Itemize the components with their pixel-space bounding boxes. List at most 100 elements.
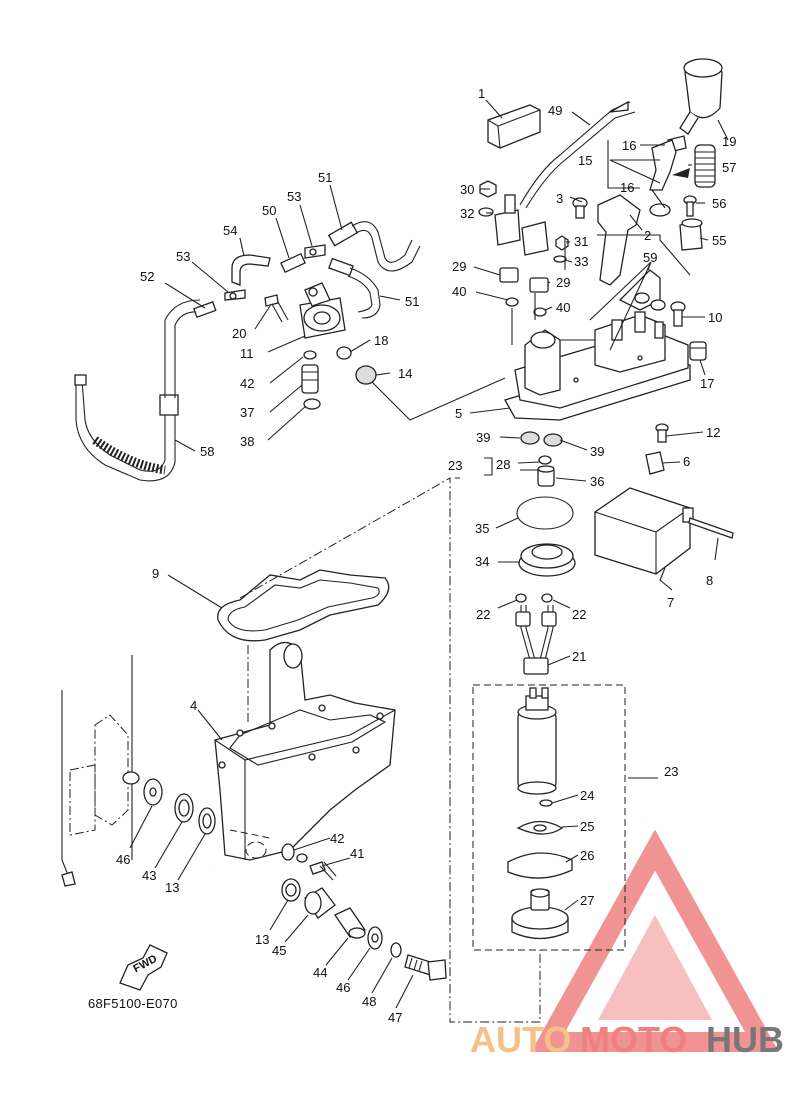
- bracket-59: [618, 269, 666, 311]
- fuel-pump-assembly-23: [472, 684, 626, 951]
- callout-47: 47: [388, 1010, 402, 1025]
- callout-51a: 51: [318, 170, 332, 185]
- callout-46b: 46: [336, 980, 350, 995]
- sleeve-36: [537, 465, 555, 487]
- washer-46a: [143, 778, 163, 806]
- callout-14: 14: [398, 366, 412, 381]
- callout-4: 4: [190, 698, 197, 713]
- callout-59: 59: [643, 250, 657, 265]
- callout-26: 26: [580, 848, 594, 863]
- callout-8: 8: [706, 573, 713, 588]
- callout-39a: 39: [476, 430, 490, 445]
- washer-33: [553, 255, 567, 263]
- callout-20: 20: [232, 326, 246, 341]
- unit-7: [594, 487, 694, 575]
- callout-18: 18: [374, 333, 388, 348]
- callout-32: 32: [460, 206, 474, 221]
- engine-block-outline: [61, 655, 140, 887]
- fwd-arrow-icon: FWD: [119, 944, 168, 991]
- retainer-34: [518, 543, 576, 577]
- grommet-55: [679, 218, 703, 251]
- callout-12: 12: [706, 425, 720, 440]
- callout-labels: 1 2 3 4 5 6 7 8 9 10 11 12 13 13 14 15 1…: [116, 86, 736, 1025]
- screw-41: [309, 861, 337, 881]
- spring-57: [694, 144, 716, 188]
- callout-22a: 22: [476, 607, 490, 622]
- grommet-39b: [543, 433, 563, 447]
- callout-7: 7: [667, 595, 674, 610]
- callout-43: 43: [142, 868, 156, 883]
- callout-49: 49: [548, 103, 562, 118]
- callout-37: 37: [240, 405, 254, 420]
- fitting-37: [301, 364, 319, 394]
- hose-15: [649, 139, 677, 191]
- callout-57: 57: [722, 160, 736, 175]
- callout-48: 48: [362, 994, 376, 1009]
- callout-23a: 23: [448, 458, 462, 473]
- oring-38: [303, 398, 321, 410]
- float-bowl-4: [214, 641, 396, 861]
- callout-42b: 42: [330, 831, 344, 846]
- oring-40b: [533, 307, 547, 317]
- callout-40a: 40: [452, 284, 466, 299]
- callout-28: 28: [496, 457, 510, 472]
- hose-54: [231, 254, 271, 286]
- callout-51b: 51: [405, 294, 419, 309]
- callout-58: 58: [200, 444, 214, 459]
- callout-52: 52: [140, 269, 154, 284]
- callout-21: 21: [572, 649, 586, 664]
- callout-24: 24: [580, 788, 594, 803]
- watermark-text-hub: HUB: [706, 1019, 784, 1060]
- callout-45: 45: [272, 943, 286, 958]
- seal-43: [174, 793, 194, 823]
- connector-29a: [499, 267, 519, 283]
- sensor-left: [494, 194, 521, 246]
- callout-13a: 13: [165, 880, 179, 895]
- callout-5: 5: [455, 406, 462, 421]
- callout-25: 25: [580, 819, 594, 834]
- callout-leaders: [129, 99, 729, 1009]
- callout-36: 36: [590, 474, 604, 489]
- washer-41: [296, 853, 308, 863]
- bolt-47: [404, 954, 447, 981]
- callout-34: 34: [475, 554, 489, 569]
- callout-54: 54: [223, 223, 237, 238]
- filter-14: [355, 365, 506, 421]
- hose-51a: [327, 221, 421, 272]
- watermark-text-auto: AUTO: [470, 1019, 571, 1060]
- reference-lines: [239, 140, 691, 1023]
- oring-13a: [198, 807, 216, 835]
- callout-16b: 16: [620, 180, 634, 195]
- callout-9: 9: [152, 566, 159, 581]
- sensor-right: [521, 221, 549, 256]
- callout-1: 1: [478, 86, 485, 101]
- callout-27: 27: [580, 893, 594, 908]
- callout-31: 31: [574, 234, 588, 249]
- callout-23b: 23: [664, 764, 678, 779]
- callout-35: 35: [475, 521, 489, 536]
- callout-6: 6: [683, 454, 690, 469]
- oring-42b: [281, 843, 295, 861]
- callout-15: 15: [578, 153, 592, 168]
- vapor-separator-cover-5: [504, 311, 691, 421]
- bolt-20: [264, 294, 289, 323]
- watermark-logo: AUTO MOTO HUB: [470, 829, 784, 1060]
- hose-52: [193, 301, 217, 319]
- bracket-2: [597, 194, 641, 286]
- callout-42a: 42: [240, 376, 254, 391]
- bolt-12: [655, 423, 669, 443]
- oring-42a: [303, 350, 317, 360]
- wire-49: [519, 100, 636, 209]
- screw-10: [670, 301, 686, 327]
- fuel-pump-11: [299, 282, 346, 339]
- callout-53a: 53: [176, 249, 190, 264]
- joint-53a: [224, 289, 246, 301]
- hose-58: [74, 299, 201, 482]
- callout-44: 44: [313, 965, 327, 980]
- pin-8: [688, 517, 734, 539]
- callout-13b: 13: [255, 932, 269, 947]
- callout-2: 2: [644, 228, 651, 243]
- ring-18: [336, 346, 352, 360]
